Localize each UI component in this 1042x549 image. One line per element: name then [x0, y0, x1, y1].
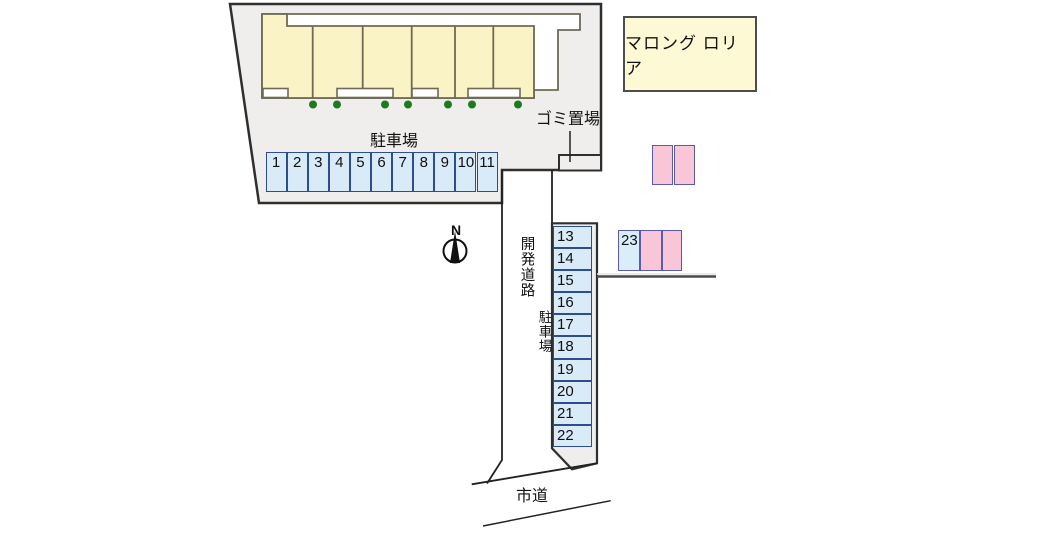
parking-space: 20 — [553, 380, 592, 403]
parking-space: 19 — [553, 358, 592, 381]
parking-space: 3 — [307, 152, 329, 192]
parking-space: 5 — [349, 152, 371, 192]
tree-dots — [309, 100, 522, 109]
building-unit-dividers — [311, 26, 495, 98]
city-road-upper-line — [471, 462, 598, 486]
city-road-lower-line — [482, 499, 611, 527]
parking-space: 18 — [553, 336, 592, 359]
parking-space: 14 — [553, 247, 592, 271]
parking-space: 22 — [553, 424, 592, 448]
parking-space: 16 — [553, 292, 592, 315]
development-road-label: 開発道路 — [518, 236, 535, 298]
parking-space: 7 — [392, 152, 414, 192]
garbage-area-box — [558, 154, 602, 172]
parking-space: 2 — [286, 152, 308, 192]
parking-space: 15 — [553, 270, 592, 293]
parking-space: 4 — [328, 152, 350, 192]
parking-space: 17 — [553, 314, 592, 337]
pink-space — [651, 145, 674, 186]
property-name: マロング ロリア — [625, 34, 739, 78]
dev-road-left-edge — [486, 170, 503, 484]
parking-space: 6 — [371, 152, 393, 192]
parking-space: 10 — [455, 152, 477, 192]
garbage-area-label: ゴミ置場 — [536, 111, 601, 128]
parking-space-23: 23 — [618, 230, 640, 271]
building-body — [261, 13, 535, 99]
parking-space: 8 — [413, 152, 435, 192]
parking-lot-top-label: 駐車場 — [370, 133, 419, 150]
property-name-box: マロング ロリア — [623, 16, 757, 92]
compass-needle-icon — [450, 231, 460, 263]
pink-space — [640, 230, 662, 271]
parking-space: 1 — [265, 152, 287, 192]
pink-space — [673, 145, 696, 186]
parking-space: 21 — [553, 402, 592, 425]
compass-north-label: N — [450, 222, 462, 238]
city-road-label: 市道 — [516, 488, 549, 505]
building-entrance-notches — [262, 87, 521, 99]
parking-space: 13 — [553, 225, 592, 248]
parking-lot-side-label: 駐車場 — [536, 310, 552, 354]
parking-space: 11 — [476, 152, 498, 192]
pink-space — [661, 230, 682, 271]
compass — [442, 231, 468, 264]
parking-space: 9 — [434, 152, 456, 192]
